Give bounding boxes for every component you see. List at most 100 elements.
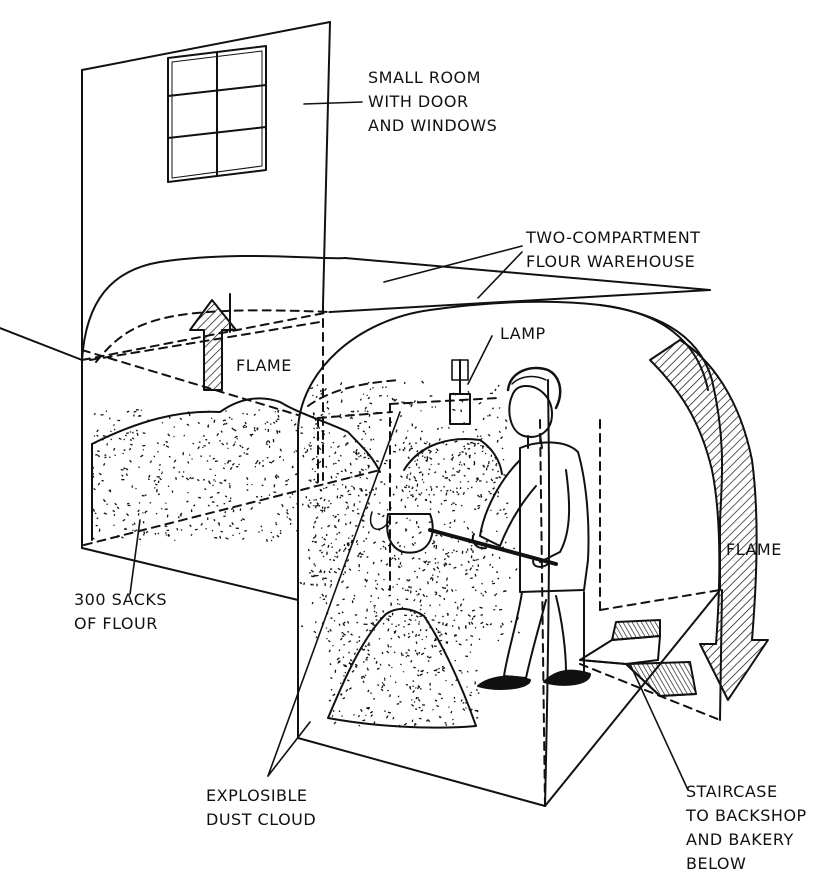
dust-speck [343,675,345,677]
dust-speck [345,507,348,510]
dust-speck [463,474,466,477]
dust-speck [448,419,452,423]
dust-speck [421,549,423,552]
dust-speck [388,694,392,698]
dust-speck [408,585,410,589]
dust-speck [155,483,158,486]
dust-speck [418,593,420,596]
dust-speck [469,567,473,571]
dust-speck [264,422,267,425]
dust-speck [337,459,340,462]
dust-speck [458,643,462,646]
dust-speck [407,635,411,639]
dust-speck [303,447,306,450]
dust-speck [426,563,429,566]
dust-speck [445,723,448,727]
dust-speck [426,655,429,658]
dust-speck [324,387,327,391]
dust-speck [434,668,438,672]
dust-speck [122,452,124,455]
dust-speck [416,674,420,677]
dust-speck [404,589,407,591]
dust-speck [429,576,433,580]
dust-speck [498,407,501,409]
dust-speck [214,480,217,483]
dust-speck [367,689,370,693]
dust-speck [424,498,427,501]
dust-speck [406,517,408,520]
dust-speck [365,579,369,583]
dust-speck [440,503,443,505]
dust-speck [386,508,389,511]
dust-speck [426,621,430,623]
dust-speck [421,638,424,641]
dust-speck [374,579,377,582]
dust-speck [344,514,346,516]
dust-speck [334,555,336,558]
dust-speck [357,512,360,515]
dust-speck [358,455,360,458]
dust-speck [331,715,334,717]
dust-speck [385,459,388,462]
dust-speck [398,557,400,560]
dust-speck [161,421,164,424]
dust-speck [382,622,385,625]
dust-speck [343,643,346,646]
dust-speck [357,554,359,558]
dust-speck [336,555,339,559]
dust-speck [321,441,325,445]
dust-speck [477,507,480,510]
dust-speck [319,549,322,552]
label-flame-right: FLAME [726,540,782,559]
dust-speck [361,438,363,441]
dust-speck [358,551,362,556]
dust-speck [376,684,380,687]
dust-speck [474,573,477,577]
dust-speck [332,441,335,444]
dust-speck [416,652,419,656]
dust-speck [213,479,215,481]
dust-speck [326,551,328,555]
dust-speck [321,430,325,432]
dust-speck [200,522,204,526]
dust-speck [108,489,111,492]
dust-speck [117,419,121,422]
dust-speck [223,515,226,518]
dust-speck [350,540,355,543]
dust-speck [281,503,284,508]
dust-speck [382,610,385,613]
dust-speck [379,548,382,550]
dust-speck [229,466,233,470]
dust-speck [145,530,149,534]
dust-speck [366,394,368,396]
dust-speck [453,619,456,622]
dust-speck [358,452,360,455]
dust-speck [224,462,226,465]
dust-speck [313,574,316,578]
dust-speck [345,586,349,589]
dust-speck [475,480,478,483]
dust-speck [173,459,177,463]
dust-speck [494,456,496,459]
dust-speck [181,475,183,478]
dust-speck [411,557,415,560]
dust-speck [497,491,499,494]
dust-speck [320,527,323,529]
dust-speck [255,495,259,498]
dust-speck [364,645,367,648]
dust-speck [330,617,333,620]
dust-speck [461,550,464,554]
dust-speck [96,517,99,520]
dust-speck [364,674,367,677]
dust-speck [265,440,269,444]
dust-speck [364,579,367,582]
dust-speck [350,471,353,474]
dust-speck [460,504,463,507]
dust-speck [399,701,402,703]
dust-speck [374,614,378,618]
dust-speck [411,423,414,427]
dust-speck [323,538,327,541]
dust-speck [497,470,500,473]
dust-speck [285,483,288,486]
dust-speck [449,526,451,529]
